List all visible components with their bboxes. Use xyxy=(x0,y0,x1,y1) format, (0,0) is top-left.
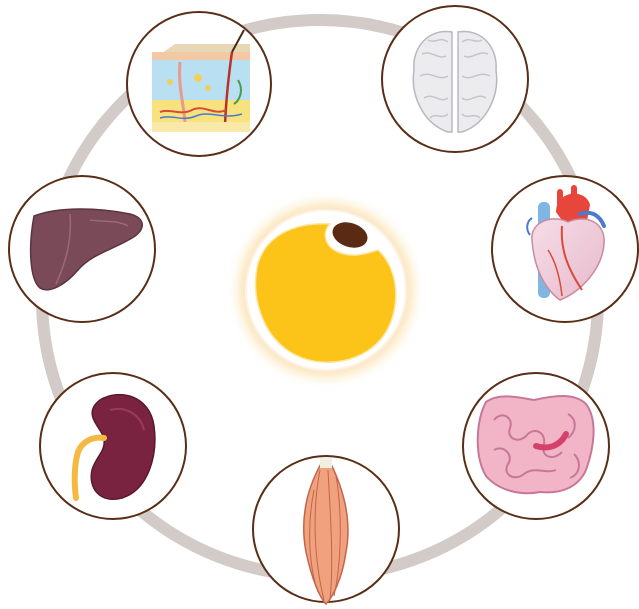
intestine-icon xyxy=(478,396,594,493)
center-node xyxy=(226,190,426,390)
organ-node-heart xyxy=(492,176,638,322)
organ-node-skin xyxy=(127,12,271,156)
organ-node-kidney xyxy=(40,373,186,519)
organ-node-intestine xyxy=(463,373,609,519)
organ-node-liver xyxy=(9,176,155,322)
organ-node-brain xyxy=(382,6,528,152)
organ-node-muscle xyxy=(253,456,399,604)
